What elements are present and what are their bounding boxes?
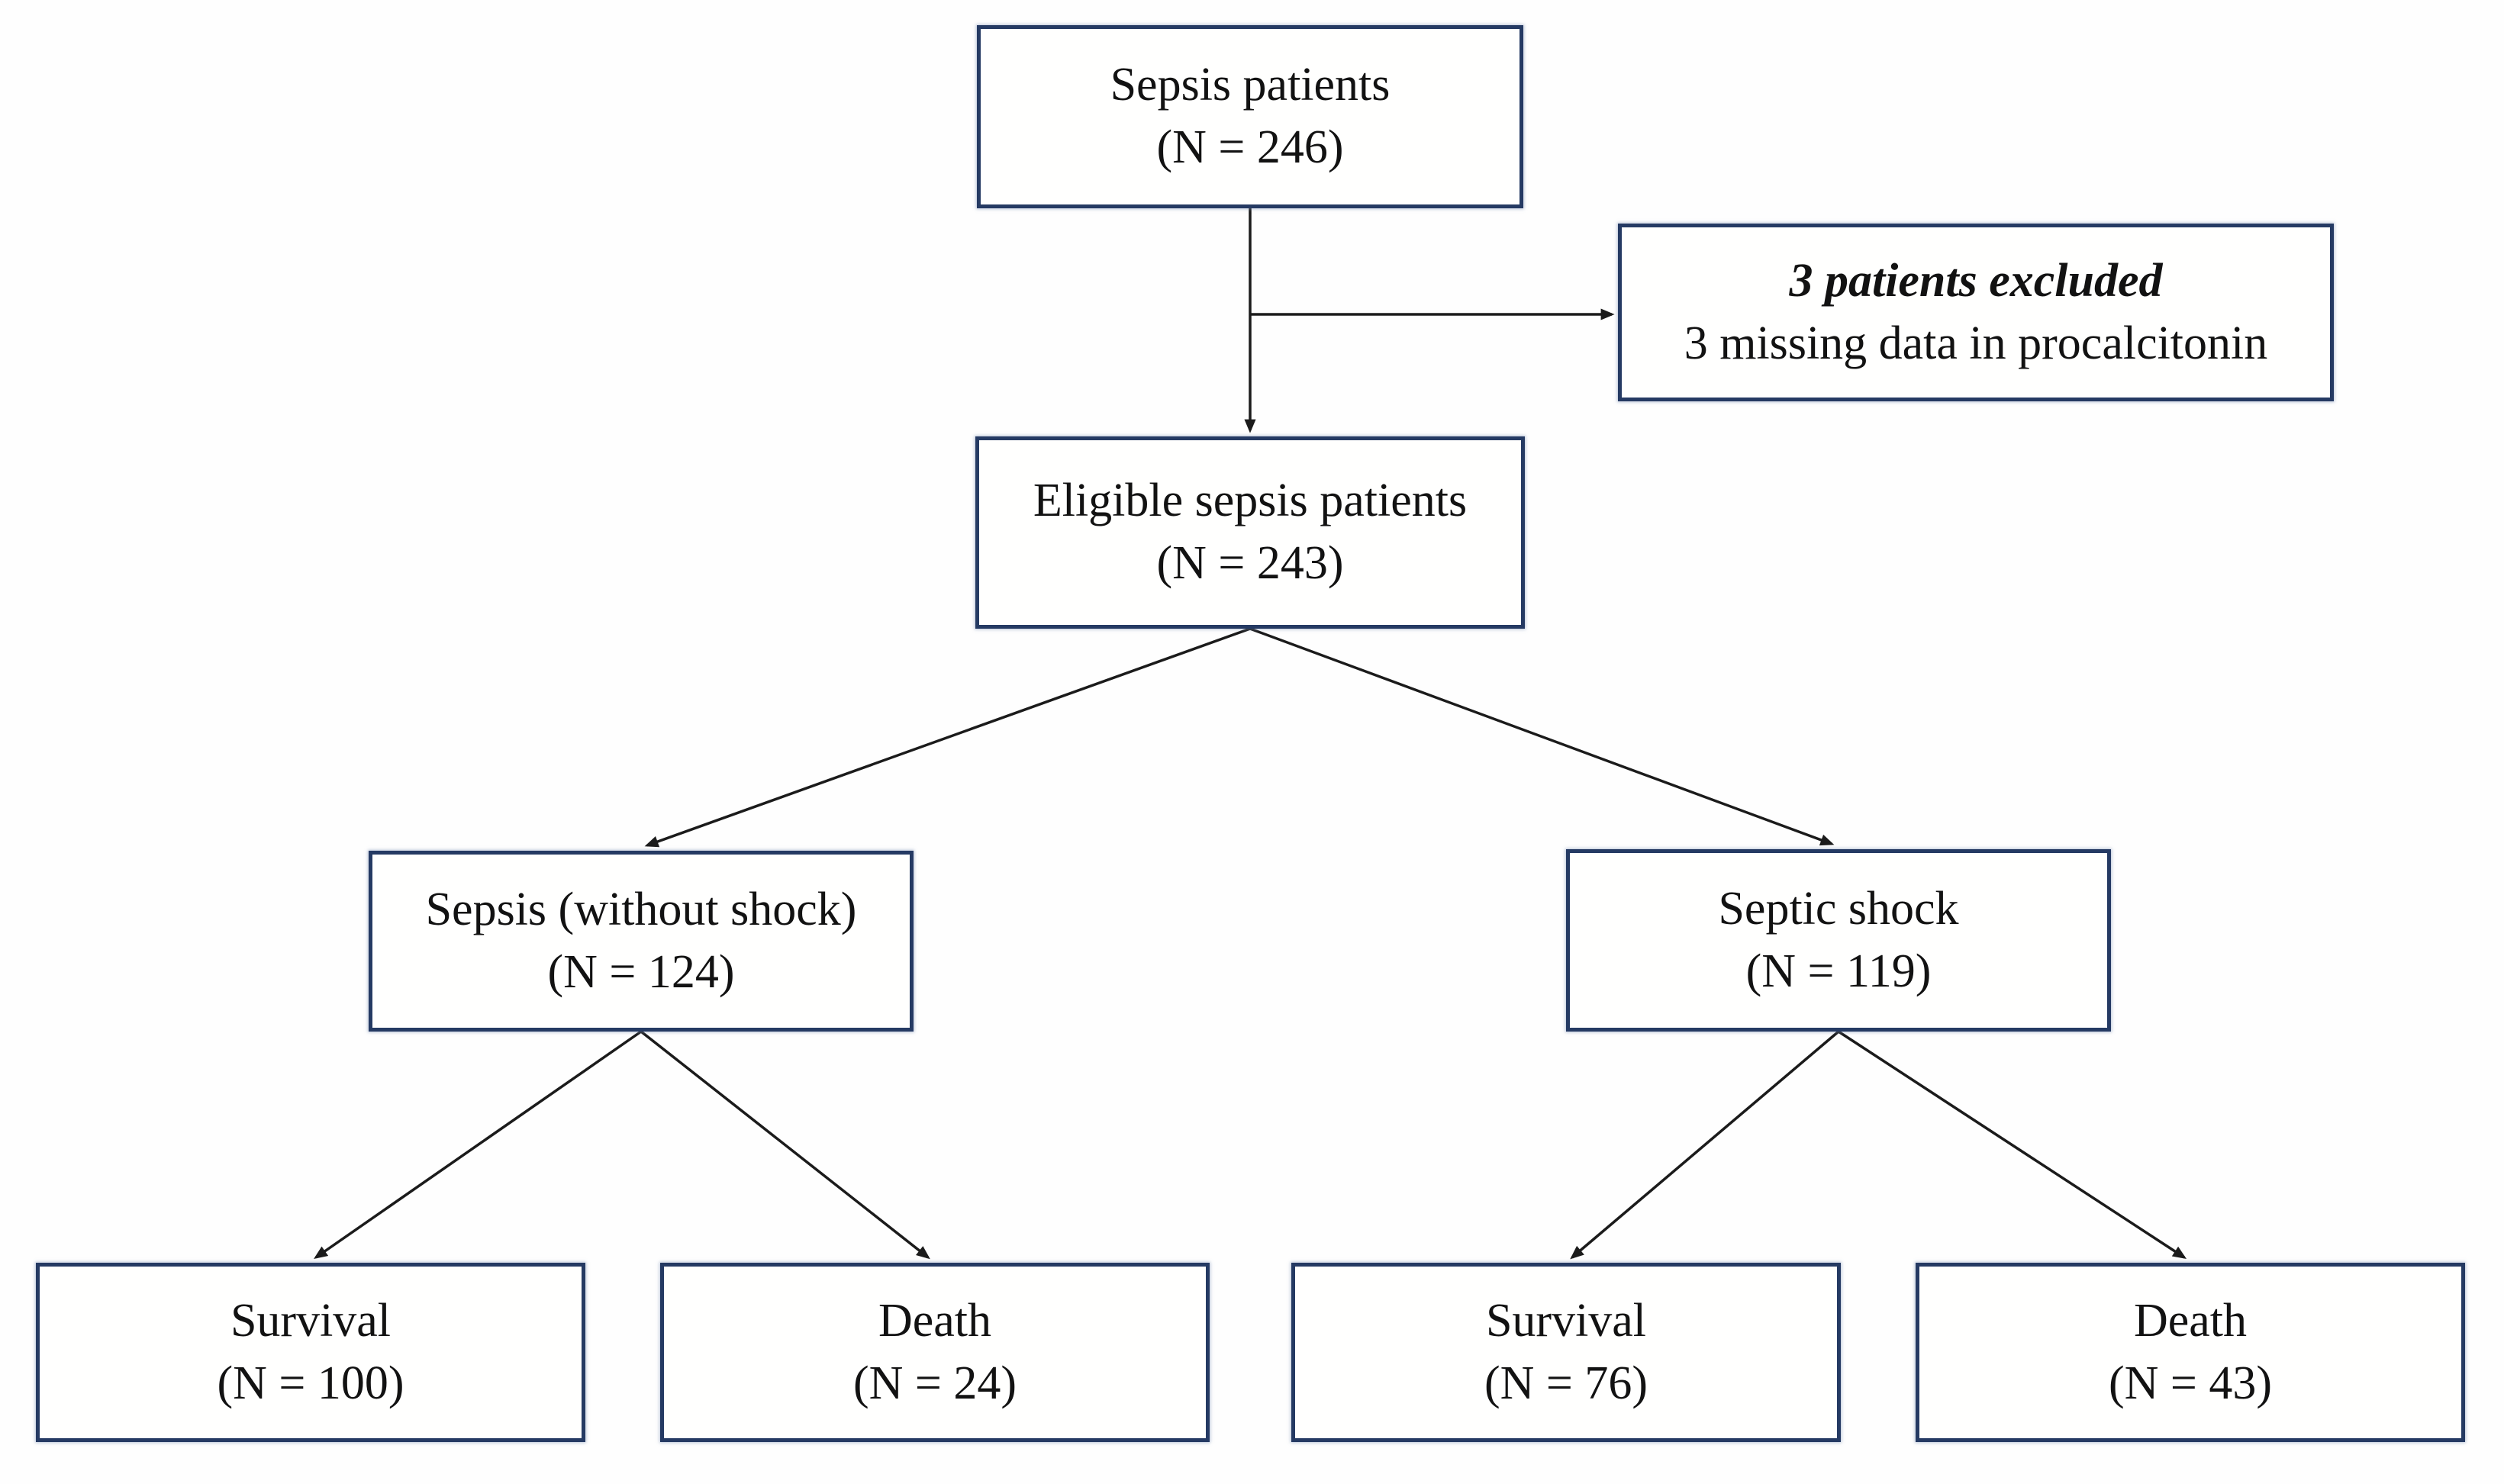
arrow-eligible-to-sepsis (644, 627, 1251, 848)
box-shock-survival-label: Survival (1485, 1294, 1647, 1347)
arrow-sepsis-to-death (640, 1030, 930, 1260)
box-sepsis-without-shock-count: (N = 124) (547, 945, 735, 998)
box-sepsis-patients: Sepsis patients (N = 246) (977, 25, 1523, 208)
box-sepsis-without-shock: Sepsis (without shock) (N = 124) (369, 851, 914, 1032)
box-shock-survival-count: (N = 76) (1484, 1357, 1648, 1409)
arrow-shock-to-death (1838, 1030, 2187, 1259)
box-sepsis-survival-label: Survival (230, 1294, 392, 1347)
box-eligible-sepsis-patients: Eligible sepsis patients (N = 243) (975, 436, 1525, 629)
box-sepsis-survival: Survival (N = 100) (36, 1263, 585, 1442)
box-sepsis-patients-label: Sepsis patients (1110, 59, 1391, 111)
arrow-shock-to-survival (1570, 1030, 1840, 1260)
arrow-eligible-to-shock (1249, 627, 1835, 846)
box-shock-death-count: (N = 43) (2108, 1357, 2273, 1409)
box-eligible-count: (N = 243) (1156, 537, 1344, 589)
box-sepsis-death-label: Death (878, 1294, 992, 1347)
box-sepsis-without-shock-label: Sepsis (without shock) (425, 883, 857, 935)
box-septic-shock: Septic shock (N = 119) (1566, 849, 2111, 1032)
box-sepsis-patients-count: (N = 246) (1156, 121, 1344, 173)
box-septic-shock-count: (N = 119) (1745, 945, 1932, 997)
box-excluded-detail: 3 missing data in procalcitonin (1684, 317, 2268, 369)
box-excluded-title: 3 patients excluded (1789, 254, 2163, 307)
box-sepsis-death: Death (N = 24) (660, 1263, 1210, 1442)
box-excluded: 3 patients excluded 3 missing data in pr… (1618, 224, 2334, 401)
box-shock-death-label: Death (2133, 1294, 2248, 1347)
box-septic-shock-label: Septic shock (1718, 882, 1959, 935)
arrow-sepsis-to-survival (314, 1030, 642, 1260)
box-shock-survival: Survival (N = 76) (1291, 1263, 1841, 1442)
box-sepsis-death-count: (N = 24) (852, 1357, 1017, 1409)
box-shock-death: Death (N = 43) (1916, 1263, 2465, 1442)
box-sepsis-survival-count: (N = 100) (217, 1357, 404, 1409)
box-eligible-label: Eligible sepsis patients (1033, 475, 1468, 527)
